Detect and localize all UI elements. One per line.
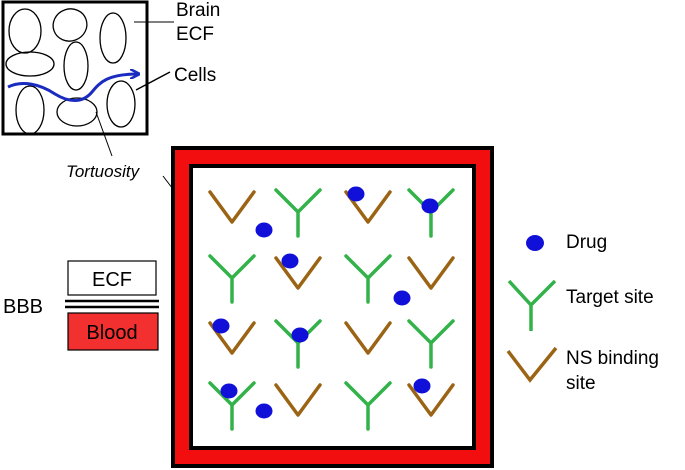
- ns-binding-site: [208, 190, 256, 224]
- drug-molecule: [421, 198, 439, 214]
- target-site: [407, 319, 455, 369]
- main-tissue-box: [171, 146, 494, 468]
- bbb-label: BBB: [3, 296, 43, 318]
- legend-ns-binding-label-line1: NS binding: [566, 348, 659, 369]
- cell: [52, 8, 88, 42]
- legend-ns-binding-label-line2: site: [566, 373, 596, 394]
- target-site: [208, 254, 256, 304]
- cells-label: Cells: [174, 65, 216, 86]
- blood-box-label: Blood: [86, 322, 137, 344]
- ns-binding-site: [407, 256, 455, 290]
- cells-leader-line: [135, 71, 171, 91]
- drugs-layer: [212, 186, 439, 419]
- ns-binding-site: [407, 383, 455, 417]
- ns-binding-site: [344, 190, 392, 224]
- ns-binding-site: [344, 321, 392, 355]
- tortuosity-label: Tortuosity: [66, 162, 141, 181]
- drug-molecule: [220, 383, 238, 399]
- legend-target-site-label: Target site: [566, 287, 654, 308]
- ecf-inset-label: ECF: [176, 24, 214, 45]
- cell: [63, 41, 89, 91]
- legend-target-site-icon: [507, 279, 557, 331]
- cell: [15, 85, 45, 135]
- inset-frame: [1, 0, 149, 136]
- brain-ecf-inset: [1, 0, 199, 223]
- target-site: [344, 381, 392, 431]
- drug-molecule: [212, 318, 230, 334]
- legend-ns-binding-site-icon: [506, 346, 558, 383]
- brain-label: Brain: [176, 0, 220, 21]
- drug-molecule: [291, 327, 309, 343]
- blood-box: [67, 312, 159, 351]
- cell: [56, 97, 98, 127]
- drug-molecule: [347, 186, 365, 202]
- ns-binding-site: [274, 256, 322, 290]
- legend-drug-icon: [526, 235, 544, 251]
- cell: [8, 8, 42, 54]
- ecf-box: [67, 260, 157, 296]
- legend: Drug Target site NS binding site: [506, 232, 659, 394]
- ecf-box-label: ECF: [92, 269, 132, 291]
- drug-molecule: [255, 403, 273, 419]
- drug-molecule: [393, 290, 411, 306]
- drug-molecule: [413, 378, 431, 394]
- target-site: [208, 381, 256, 431]
- tortuosity-leader-line: [95, 111, 113, 157]
- cell: [5, 51, 55, 77]
- cells-group: [5, 8, 136, 135]
- target-site: [344, 254, 392, 304]
- drug-molecule: [281, 253, 299, 269]
- binding-sites-layer: [208, 188, 455, 431]
- tortuosity-path: [7, 74, 138, 102]
- legend-drug-label: Drug: [566, 232, 607, 253]
- target-site: [274, 319, 322, 369]
- bbb-group: ECF Blood BBB: [3, 260, 159, 351]
- target-site: [274, 188, 322, 238]
- cell: [99, 12, 127, 64]
- cell: [106, 80, 136, 128]
- ns-binding-site: [208, 321, 256, 355]
- drug-molecule: [255, 222, 273, 238]
- ns-binding-site: [274, 383, 322, 417]
